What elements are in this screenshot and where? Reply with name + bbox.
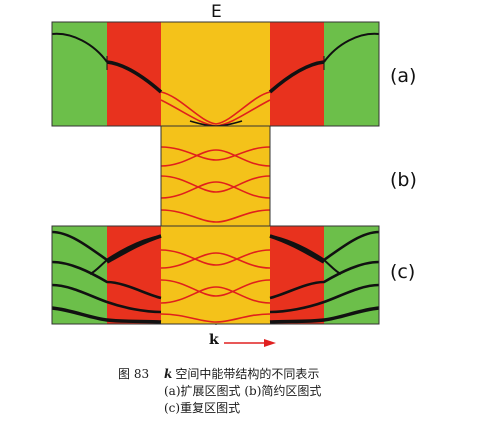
panel-b-reduced-zone: [160, 126, 271, 226]
k-axis-label: k: [209, 332, 219, 348]
band-c-black-right-4: [269, 306, 380, 324]
band-b-5: [160, 209, 271, 223]
k-axis-arrow-head: [264, 339, 276, 347]
zone1-b: [161, 126, 270, 226]
band2-reduced-a: [160, 91, 271, 125]
zone2-left-c: [107, 226, 161, 324]
energy-axis-label: E: [211, 2, 222, 22]
caption-title: 空间中能带结构的不同表示: [175, 367, 320, 381]
band2-left-extended-a: [106, 60, 163, 94]
band-b-2: [160, 149, 271, 167]
panel-label-a: (a): [390, 65, 416, 87]
band-c-red-1: [160, 249, 271, 266]
band-c-black-left-3: [51, 283, 162, 314]
band2-right-extended-a: [268, 60, 325, 94]
band-c-black-left-5: [89, 259, 108, 275]
panel-c-repeated-zone: [51, 226, 380, 324]
band-c-black-left-4: [51, 306, 162, 324]
band-c-edge-right: [269, 234, 325, 264]
panel-label-c: (c): [390, 261, 415, 283]
band-b-4: [160, 181, 271, 199]
caption-k-symbol: k: [164, 367, 173, 381]
band-c-black-left-2: [51, 260, 162, 300]
band-b-1: [160, 146, 271, 161]
band3-left-extended-a: [51, 32, 108, 63]
band-c-red-2: [160, 252, 271, 269]
zone3-right-a: [324, 22, 379, 126]
band-c-black-right-5: [323, 259, 342, 275]
zone2-right-c: [270, 226, 324, 324]
band-c-red-3: [160, 279, 271, 297]
band-c-edge-left: [106, 234, 162, 264]
band-c-red-5: [160, 313, 271, 323]
zone1-a: [161, 22, 270, 126]
figure-number: 图 83: [118, 367, 150, 381]
caption-line-2: (a)扩展区图式 (b)简约区图式: [164, 384, 322, 398]
zone3-left-a: [52, 22, 107, 126]
band-c-black-right-3: [269, 283, 380, 314]
band-c-black-right-2: [269, 260, 380, 300]
band-b-3: [160, 175, 271, 193]
caption-line-3: (c)重复区图式: [164, 401, 241, 415]
band3-right-extended-a: [323, 32, 380, 63]
panel-label-b: (b): [390, 169, 417, 191]
panel-c-outline: [51, 225, 380, 325]
zone1-c: [161, 226, 270, 324]
band-c-red-4: [160, 286, 271, 304]
panel-a-extended-zone: [51, 22, 380, 127]
